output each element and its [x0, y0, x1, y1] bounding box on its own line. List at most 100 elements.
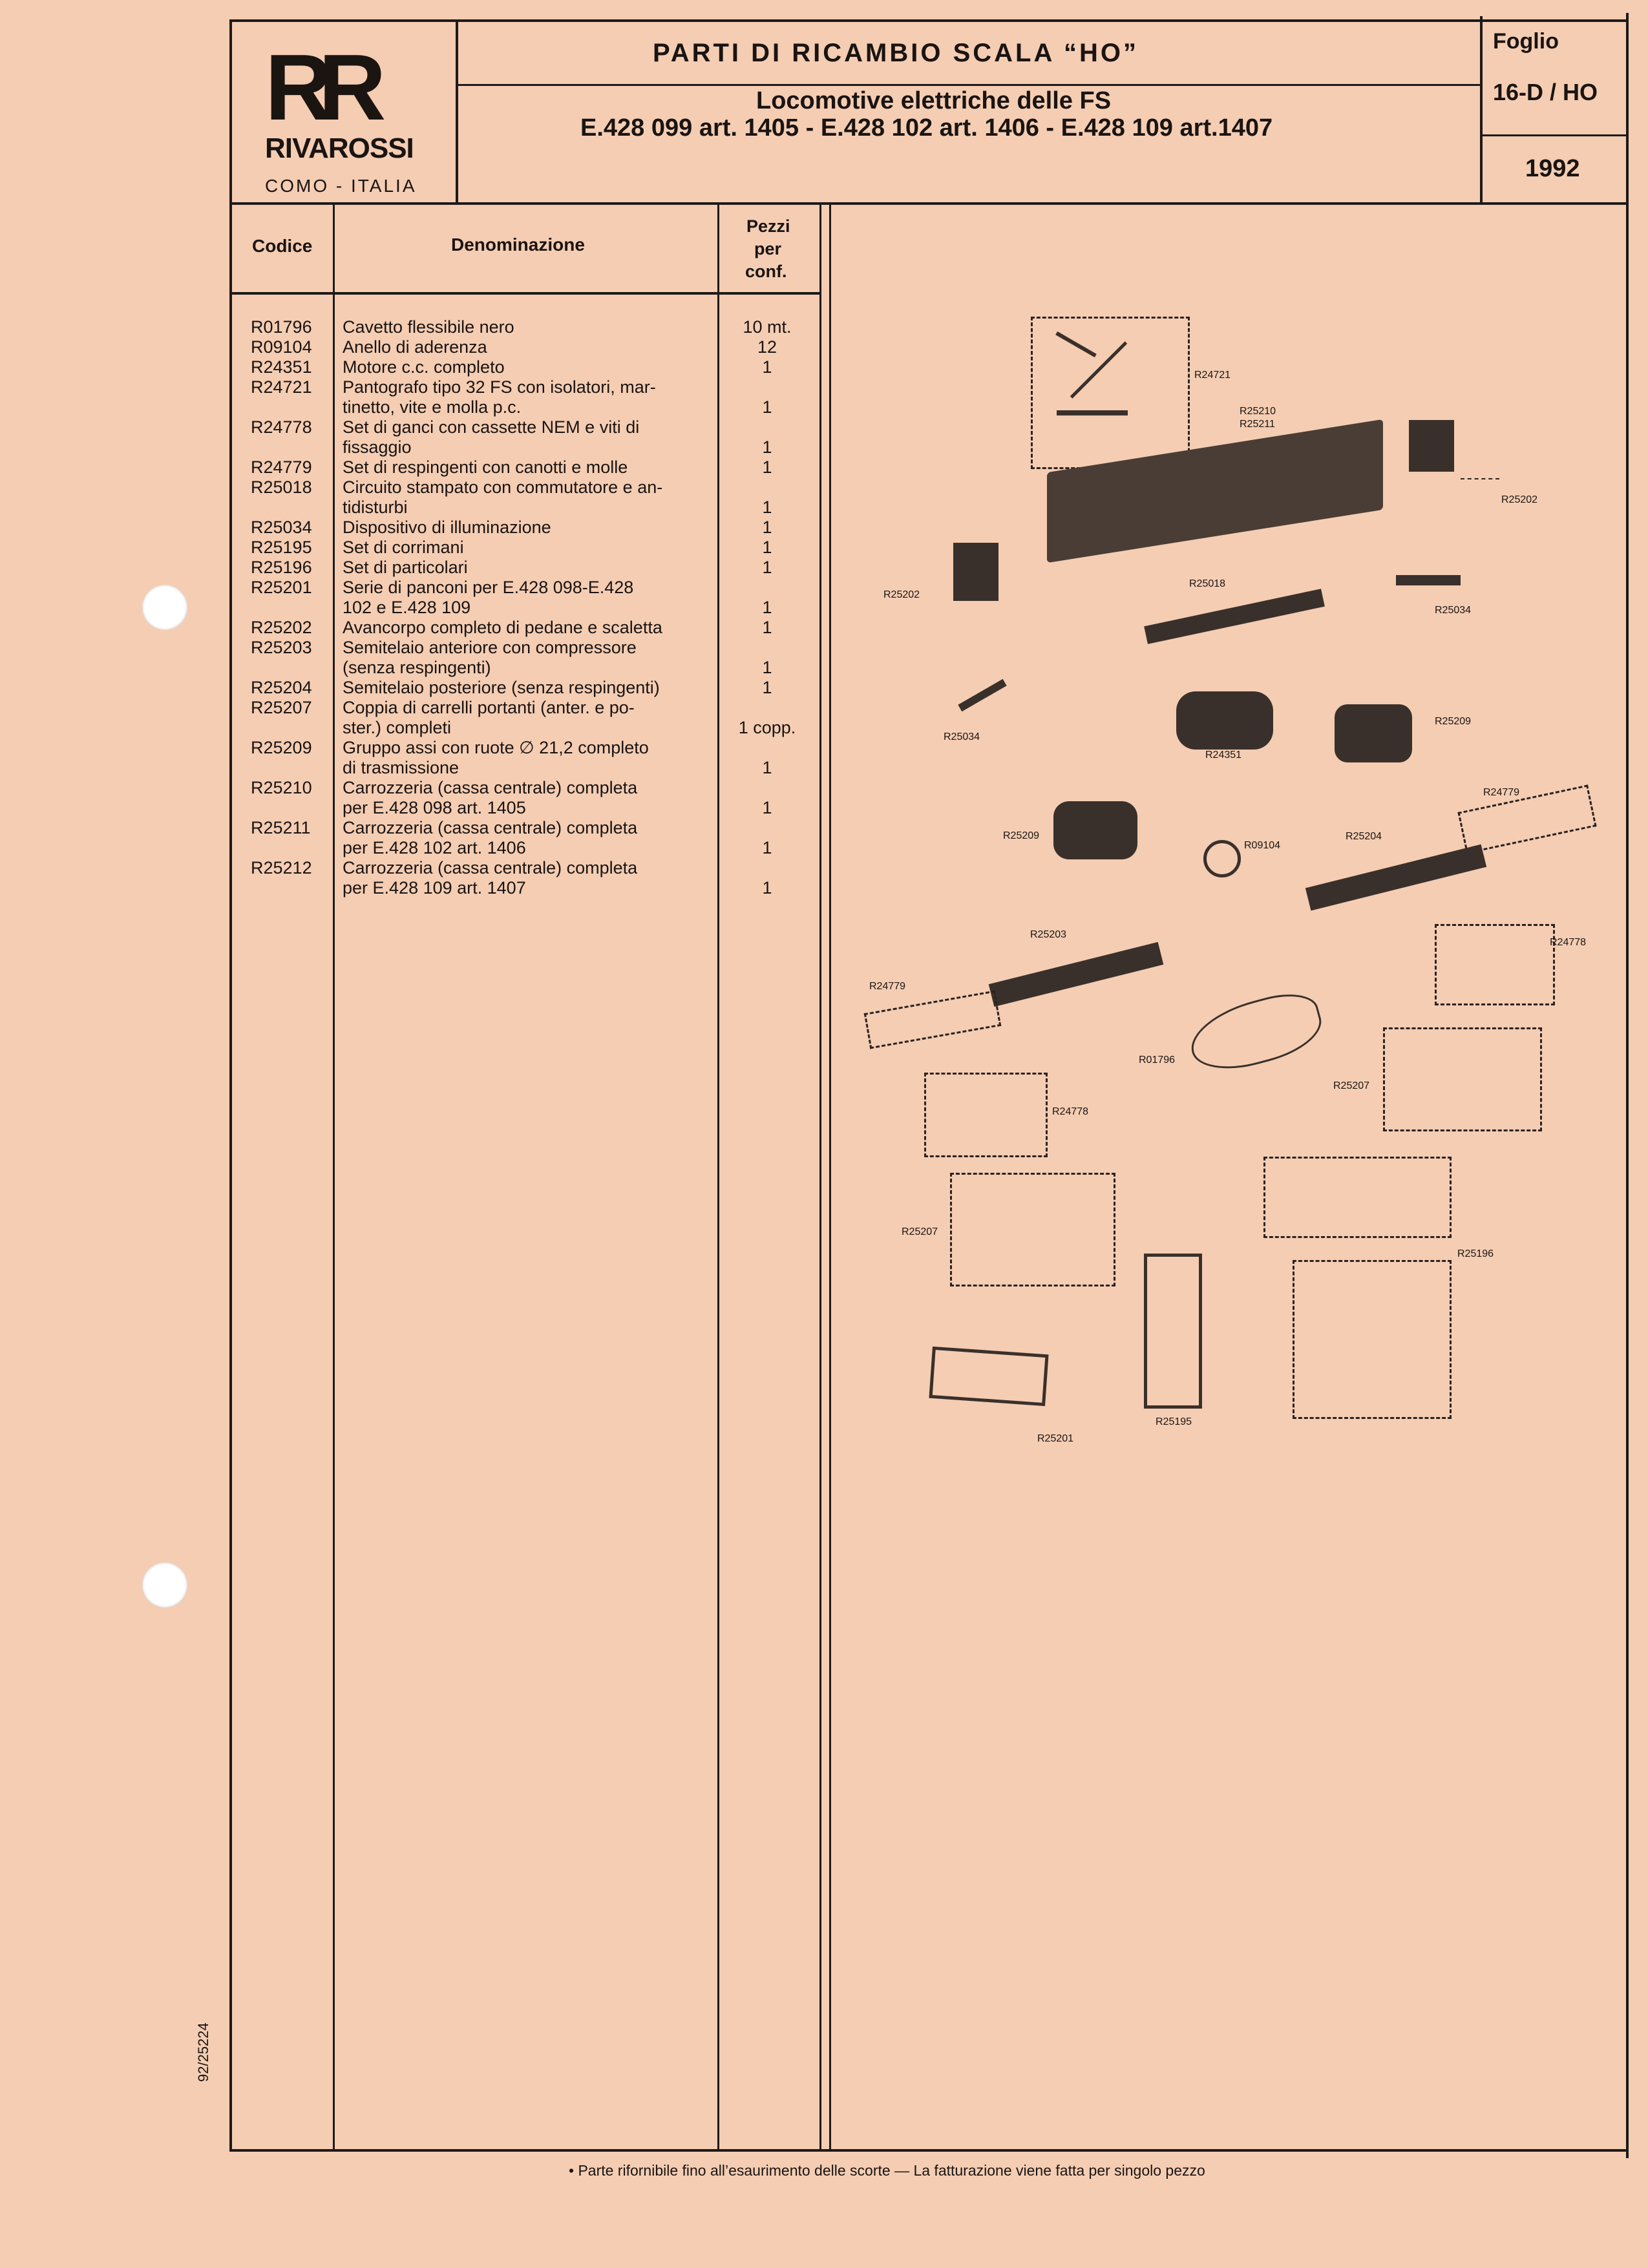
label-r25195: R25195: [1156, 1416, 1192, 1427]
group-box-r25196-bottom: [1293, 1260, 1452, 1419]
qty-r25202: 1: [762, 618, 772, 637]
label-r25196: R25196: [1457, 1248, 1494, 1259]
code-r24778: R24778: [251, 417, 312, 437]
page-subtitle: Locomotive elettriche delle FS: [756, 87, 1112, 114]
desc-r25034-1: Dispositivo di illuminazione: [343, 518, 551, 537]
front-frame-part: [988, 941, 1164, 1007]
label-r25202-top: R25202: [1501, 494, 1538, 505]
logo-letters: RR: [265, 48, 385, 126]
qty-r09104: 12: [757, 337, 777, 357]
circuit-board-part: [1144, 589, 1325, 644]
page-title: PARTI DI RICAMBIO SCALA “HO”: [653, 39, 1139, 67]
desc-r25207-2: ster.) completi: [343, 718, 452, 737]
label-r25209-right: R25209: [1435, 716, 1472, 727]
desc-r24721-2: tinetto, vite e molla p.c.: [343, 397, 522, 417]
code-r24779: R24779: [251, 457, 312, 477]
qty-r25018: 1: [762, 498, 772, 517]
group-box-r24721: [1031, 317, 1190, 469]
label-r24779-left: R24779: [869, 981, 906, 992]
col-header-code: Codice: [252, 236, 313, 256]
code-r25209: R25209: [251, 738, 312, 757]
code-r25212: R25212: [251, 858, 312, 877]
code-r24351: R24351: [251, 357, 312, 377]
label-r01796: R01796: [1139, 1055, 1176, 1066]
header-logo-divider: [456, 19, 458, 204]
front-hood-part-right: [1409, 420, 1454, 472]
label-r25201: R25201: [1037, 1433, 1074, 1444]
label-r25203: R25203: [1030, 929, 1067, 940]
pantograph-base: [1057, 410, 1128, 415]
qty-r24779: 1: [762, 457, 772, 477]
label-r25209-left: R25209: [1003, 830, 1040, 841]
desc-r25201-1: Serie di panconi per E.428 098-E.428: [343, 578, 634, 597]
qty-r25211: 1: [762, 838, 772, 857]
desc-r25195-1: Set di corrimani: [343, 538, 464, 557]
label-r25202-left: R25202: [883, 589, 920, 600]
table-col-qty: [717, 205, 719, 2150]
flexible-cable: [1183, 985, 1328, 1080]
desc-r25211-1: Carrozzeria (cassa centrale) completa: [343, 818, 638, 837]
qty-r25209: 1: [762, 758, 772, 777]
label-r25034-left: R25034: [944, 731, 980, 742]
desc-r25210-1: Carrozzeria (cassa centrale) completa: [343, 778, 638, 797]
qty-r01796: 10 mt.: [743, 317, 792, 337]
desc-r25204-1: Semitelaio posteriore (senza respingenti…: [343, 678, 660, 697]
desc-r25209-1: Gruppo assi con ruote ∅ 21,2 completo: [343, 738, 649, 757]
label-r25211: R25211: [1240, 419, 1275, 430]
label-r25018: R25018: [1189, 578, 1226, 589]
qty-r25210: 1: [762, 798, 772, 817]
table-header-bottom: [229, 292, 821, 295]
desc-r25201-2: 102 e E.428 109: [343, 598, 471, 617]
punch-hole-bottom: [142, 1562, 187, 1608]
code-r25211: R25211: [251, 818, 311, 837]
rear-frame-part: [1305, 844, 1487, 911]
header-bottom: [229, 202, 1629, 205]
year: 1992: [1525, 155, 1580, 182]
code-r25207: R25207: [251, 698, 312, 717]
frame-top: [229, 19, 1629, 22]
punch-hole-top: [142, 585, 187, 630]
desc-r24778-1: Set di ganci con cassette NEM e viti di: [343, 417, 640, 437]
desc-r25212-1: Carrozzeria (cassa centrale) completa: [343, 858, 638, 877]
header-foglio-underline: [1480, 134, 1629, 136]
axle-gear-group-left: [1053, 801, 1137, 859]
desc-r25212-2: per E.428 109 art. 1407: [343, 878, 526, 898]
qty-r25195: 1: [762, 538, 772, 557]
qty-r25201: 1: [762, 598, 772, 617]
label-r24351: R24351: [1205, 750, 1242, 761]
desc-r24778-2: fissaggio: [343, 437, 412, 457]
footer-note: • Parte rifornibile fino all’esaurimento…: [569, 2162, 1205, 2179]
foglio-label: Foglio: [1493, 29, 1559, 54]
buffer-beam-sprue: [929, 1346, 1049, 1407]
frame-right: [1626, 13, 1629, 2158]
code-r25201: R25201: [251, 578, 312, 597]
desc-r25018-1: Circuito stampato con commutatore e an-: [343, 478, 663, 497]
qty-r25204: 1: [762, 678, 772, 697]
desc-r24351-1: Motore c.c. completo: [343, 357, 505, 377]
desc-r25207-1: Coppia di carrelli portanti (anter. e po…: [343, 698, 635, 717]
label-r24778-left: R24778: [1052, 1106, 1089, 1117]
label-r25210: R25210: [1240, 406, 1276, 417]
col-header-name: Denominazione: [451, 235, 585, 255]
foglio-value: 16-D / HO: [1493, 79, 1598, 105]
rivarossi-logo: RR: [265, 35, 427, 140]
code-r25202: R25202: [251, 618, 312, 637]
group-box-r24778-left: [924, 1073, 1048, 1157]
header-foglio-divider: [1480, 16, 1483, 204]
front-hood-part-left: [953, 543, 998, 601]
group-box-r25207-right: [1383, 1027, 1542, 1131]
qty-r25207: 1 copp.: [738, 718, 796, 737]
qty-r25203: 1: [762, 658, 772, 677]
label-r25034-right: R25034: [1435, 605, 1472, 616]
table-col-end: [819, 205, 821, 2150]
table-col-code: [333, 205, 335, 2150]
desc-r24779-1: Set di respingenti con canotti e molle: [343, 457, 628, 477]
motor-part: [1176, 691, 1273, 750]
desc-r25209-2: di trasmissione: [343, 758, 460, 777]
desc-r25202-1: Avancorpo completo di pedane e scaletta: [343, 618, 662, 637]
exploded-parts-diagram: R24721 R25210 R25211 R25202 R25202 R2501…: [840, 297, 1616, 1460]
label-r25204: R25204: [1346, 831, 1382, 842]
traction-tire-ring: [1203, 840, 1241, 877]
axle-gear-group-right: [1335, 704, 1412, 762]
col-header-qty-2: per: [754, 239, 782, 258]
